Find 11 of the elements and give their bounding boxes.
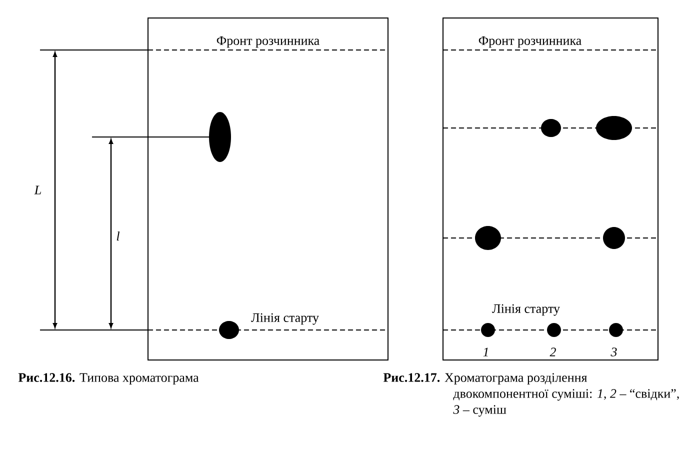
callout-number: 1 [482, 346, 490, 358]
dimension-label: L [34, 186, 41, 194]
callout-number: 2 [548, 346, 558, 358]
dimension-label: l [116, 231, 120, 240]
line-label: Фронт розчинника [215, 35, 321, 49]
line-label: Фронт розчинника [477, 35, 583, 49]
callout-number: 3 [610, 346, 618, 358]
figure-caption: Рис.12.16. Типова хроматограма [18, 373, 199, 385]
figure-caption: Рис.12.17. Хроматограма розділення двокомпонентної суміші: 1, 2 – “свідки”, 3 – суміш [383, 373, 679, 417]
line-label: Лінія старту [250, 312, 320, 326]
line-label: Лінія старту [491, 303, 561, 317]
